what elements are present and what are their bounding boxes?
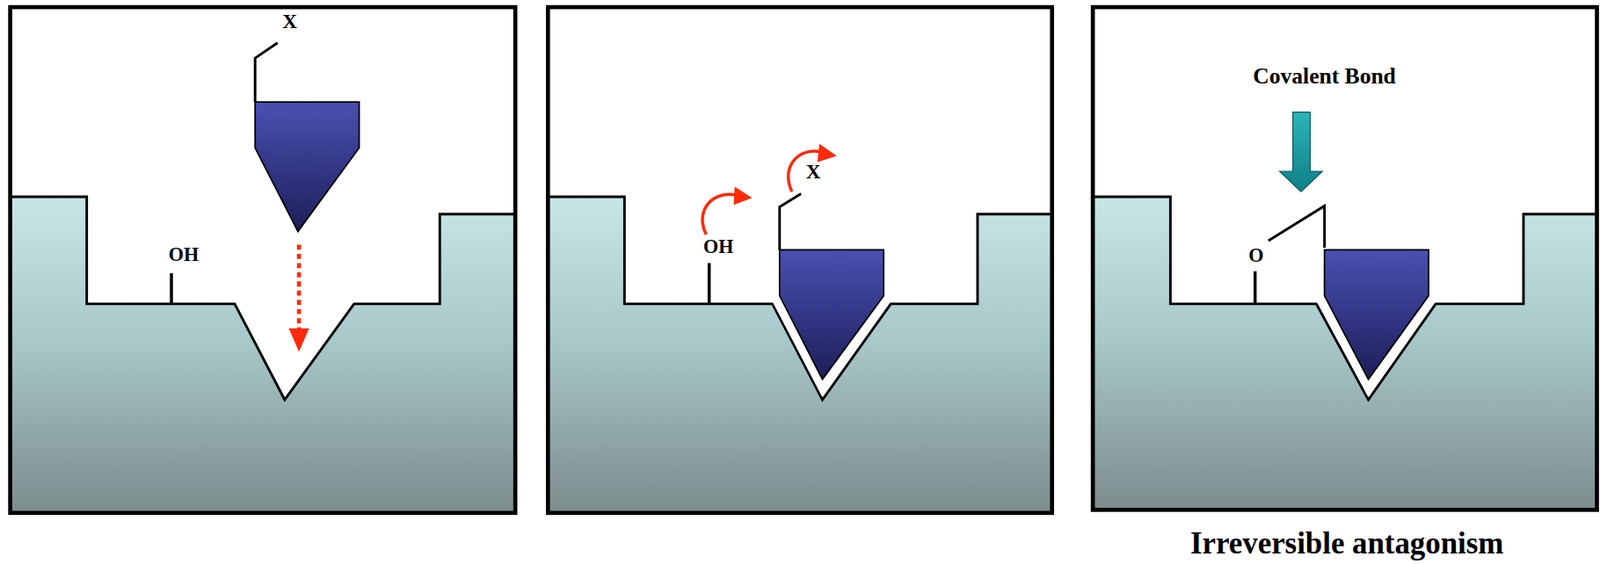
part-label: OH [703, 235, 734, 259]
panel-2 [547, 7, 1052, 514]
panel-1 [10, 7, 517, 514]
caption: Irreversible antagonism [1190, 526, 1504, 561]
panel-3 [1092, 7, 1597, 510]
part-label: OH [168, 243, 199, 267]
part-label: X [806, 160, 822, 184]
part-label: O [1248, 245, 1264, 269]
part-label: X [282, 9, 298, 34]
part-label: Covalent Bond [1252, 63, 1396, 90]
